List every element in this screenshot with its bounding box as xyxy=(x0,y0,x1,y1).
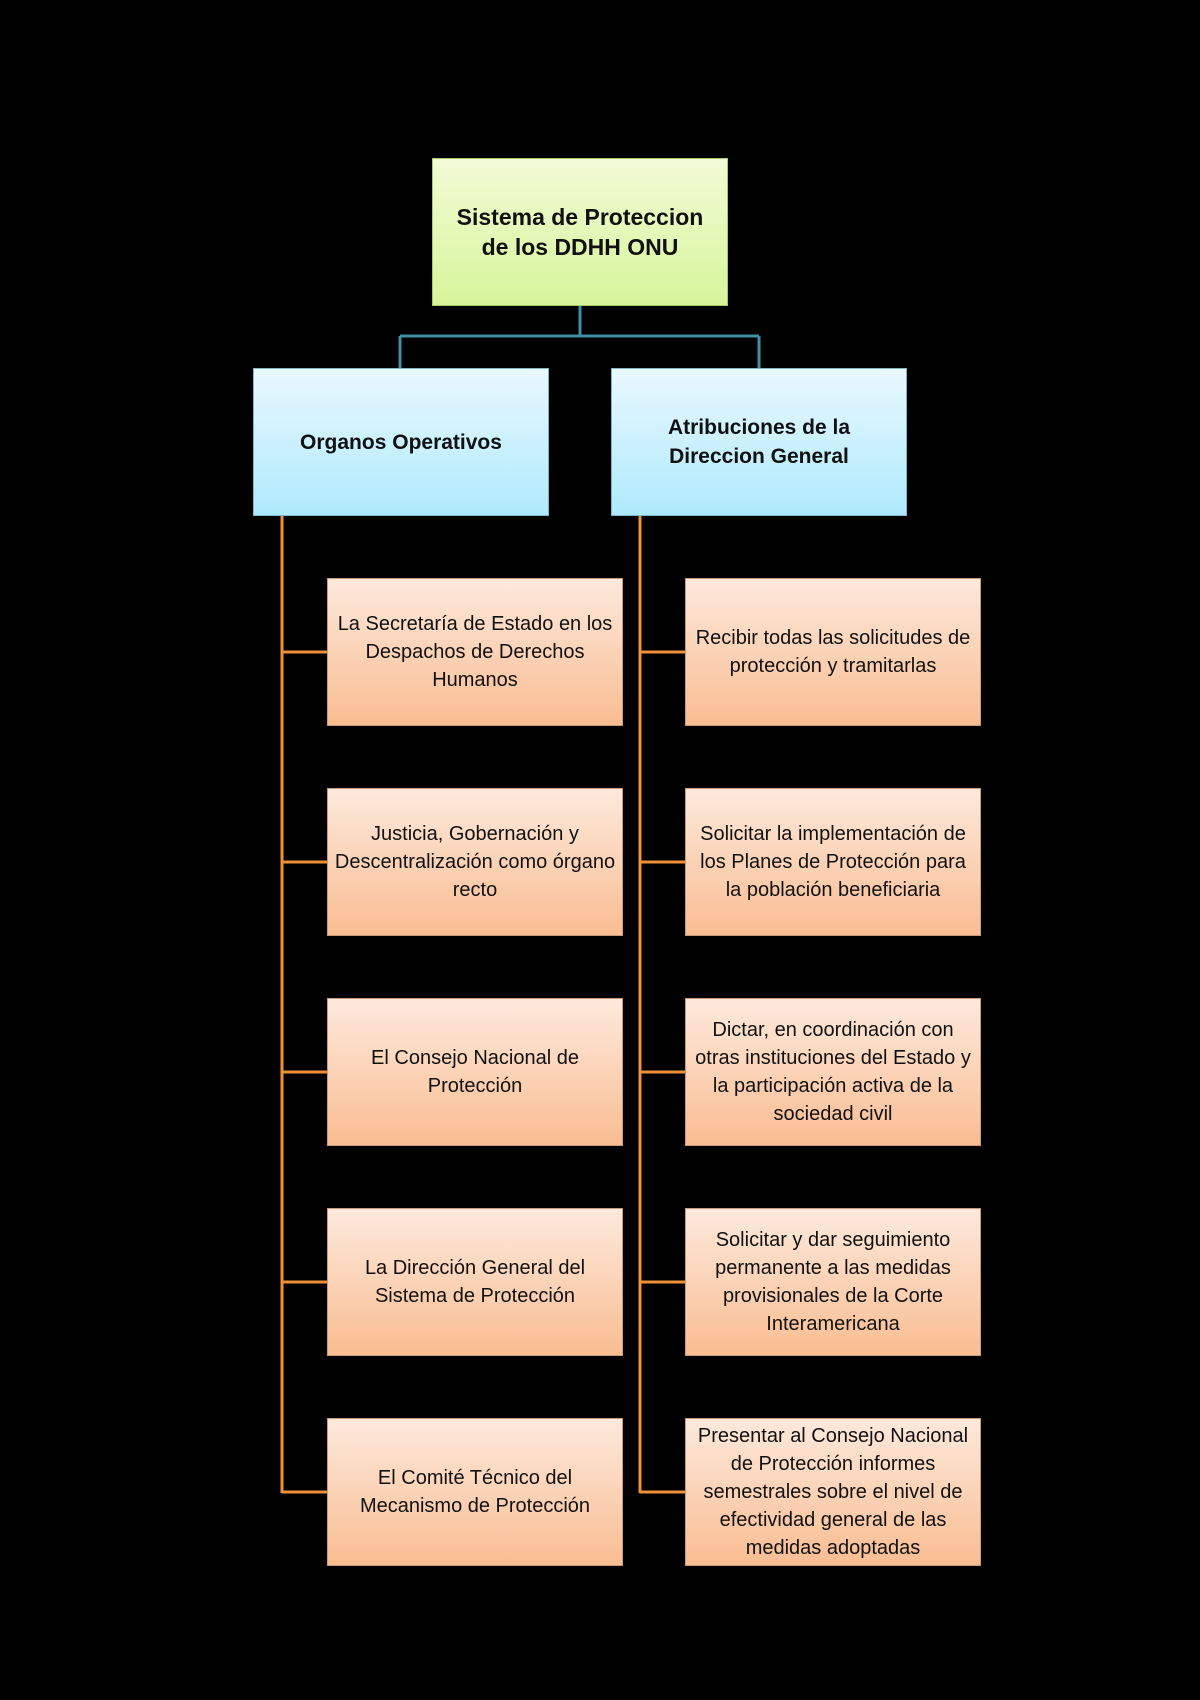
leaf-node-label: La Dirección General del Sistema de Prot… xyxy=(364,1257,586,1307)
leaf-node-label: El Consejo Nacional de Protección xyxy=(371,1047,579,1097)
leaf-node-justicia: Justicia, Gobernación y Descentralizació… xyxy=(327,788,623,936)
leaf-node-recibir-solicitudes: Recibir todas las solicitudes de protecc… xyxy=(685,578,981,726)
leaf-node-label: Recibir todas las solicitudes de protecc… xyxy=(695,627,971,677)
leaf-node-label: Dictar, en coordinación con otras instit… xyxy=(695,1019,971,1125)
branch-node-organos-operativos: Organos Operativos xyxy=(253,368,549,516)
left-leaf-connectors xyxy=(280,516,327,1494)
leaf-node-presentar-informes: Presentar al Consejo Nacional de Protecc… xyxy=(685,1418,981,1566)
leaf-node-solicitar-implementacion: Solicitar la implementación de los Plane… xyxy=(685,788,981,936)
leaf-node-label: Justicia, Gobernación y Descentralizació… xyxy=(334,823,616,901)
leaf-node-comite-tecnico: El Comité Técnico del Mecanismo de Prote… xyxy=(327,1418,623,1566)
leaf-node-label: Solicitar la implementación de los Plane… xyxy=(700,823,966,901)
leaf-node-seguimiento-medidas: Solicitar y dar seguimiento permanente a… xyxy=(685,1208,981,1356)
branch-node-atribuciones: Atribuciones de la Direccion General xyxy=(611,368,907,516)
leaf-node-label: Solicitar y dar seguimiento permanente a… xyxy=(715,1229,951,1335)
leaf-node-label: Presentar al Consejo Nacional de Protecc… xyxy=(697,1425,969,1559)
root-connectors xyxy=(398,306,761,368)
leaf-node-consejo-nacional: El Consejo Nacional de Protección xyxy=(327,998,623,1146)
leaf-node-secretaria: La Secretaría de Estado en los Despachos… xyxy=(327,578,623,726)
leaf-node-label: La Secretaría de Estado en los Despachos… xyxy=(337,613,613,691)
branch-node-label: Organos Operativos xyxy=(300,430,502,454)
root-node-label: Sistema de Proteccion de los DDHH ONU xyxy=(456,204,704,260)
root-node: Sistema de Proteccion de los DDHH ONU xyxy=(432,158,728,306)
leaf-node-direccion-general: La Dirección General del Sistema de Prot… xyxy=(327,1208,623,1356)
branch-node-label: Atribuciones de la Direccion General xyxy=(667,416,851,468)
leaf-node-label: El Comité Técnico del Mecanismo de Prote… xyxy=(359,1467,591,1517)
leaf-node-dictar: Dictar, en coordinación con otras instit… xyxy=(685,998,981,1146)
right-leaf-connectors xyxy=(638,516,685,1494)
